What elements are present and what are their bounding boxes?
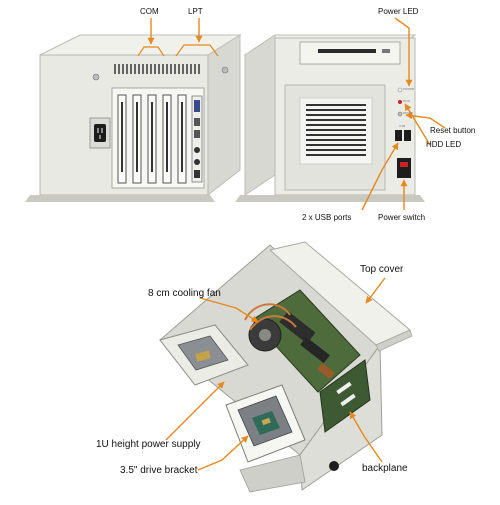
ac-power-inlet xyxy=(89,117,111,149)
label-com: COM xyxy=(140,7,159,16)
usb-ports xyxy=(395,130,411,141)
rear-vents xyxy=(114,64,200,74)
rear-io-connectors xyxy=(191,95,203,183)
backplane-arrow xyxy=(349,411,383,463)
label-backplane: backplane xyxy=(362,463,408,474)
open-chassis xyxy=(159,241,413,493)
rear-chassis xyxy=(25,34,242,202)
top-cover-arrow xyxy=(365,277,386,304)
label-hdd-led: HDD LED xyxy=(426,140,462,149)
front-text-power: POWER xyxy=(403,87,415,91)
expansion-slot-area xyxy=(111,87,205,189)
expansion-slots xyxy=(117,94,187,184)
usb-ports-arrow xyxy=(361,142,399,211)
power-led xyxy=(397,87,403,93)
label-power-supply: 1U height power supply xyxy=(96,439,201,450)
front-text-hdd: HDD xyxy=(403,99,410,103)
front-text-reset: RESET xyxy=(403,111,413,115)
chassis-knob xyxy=(329,461,339,471)
reset-button-arrow xyxy=(405,112,446,129)
label-cooling-fan: 8 cm cooling fan xyxy=(148,288,221,299)
front-chassis xyxy=(235,34,425,202)
power-led-arrow xyxy=(394,17,413,87)
label-lpt: LPT xyxy=(188,7,203,16)
front-vent-grid xyxy=(306,104,366,156)
label-power-switch: Power switch xyxy=(378,213,426,222)
callout-arrows xyxy=(147,17,446,471)
backplane xyxy=(319,359,371,433)
floppy-drive xyxy=(299,41,401,65)
power-supply-tray xyxy=(159,324,249,386)
hdd-led xyxy=(398,100,402,104)
label-usb-ports: 2 x USB ports xyxy=(302,213,352,222)
drive-bracket-arrow xyxy=(197,435,249,471)
power-switch xyxy=(397,158,411,178)
label-power-led: Power LED xyxy=(378,7,419,16)
label-top-cover: Top cover xyxy=(360,264,404,275)
cooling-fan xyxy=(248,318,282,352)
cooling-fan-arrow xyxy=(199,297,259,323)
label-reset-button: Reset button xyxy=(430,126,476,135)
hdd-led-arrow xyxy=(404,103,431,146)
reset-button xyxy=(397,111,403,117)
label-drive-bracket: 3.5" drive bracket xyxy=(120,465,198,476)
power-supply-arrow xyxy=(165,381,225,441)
front-text-usb: USB xyxy=(399,124,406,128)
